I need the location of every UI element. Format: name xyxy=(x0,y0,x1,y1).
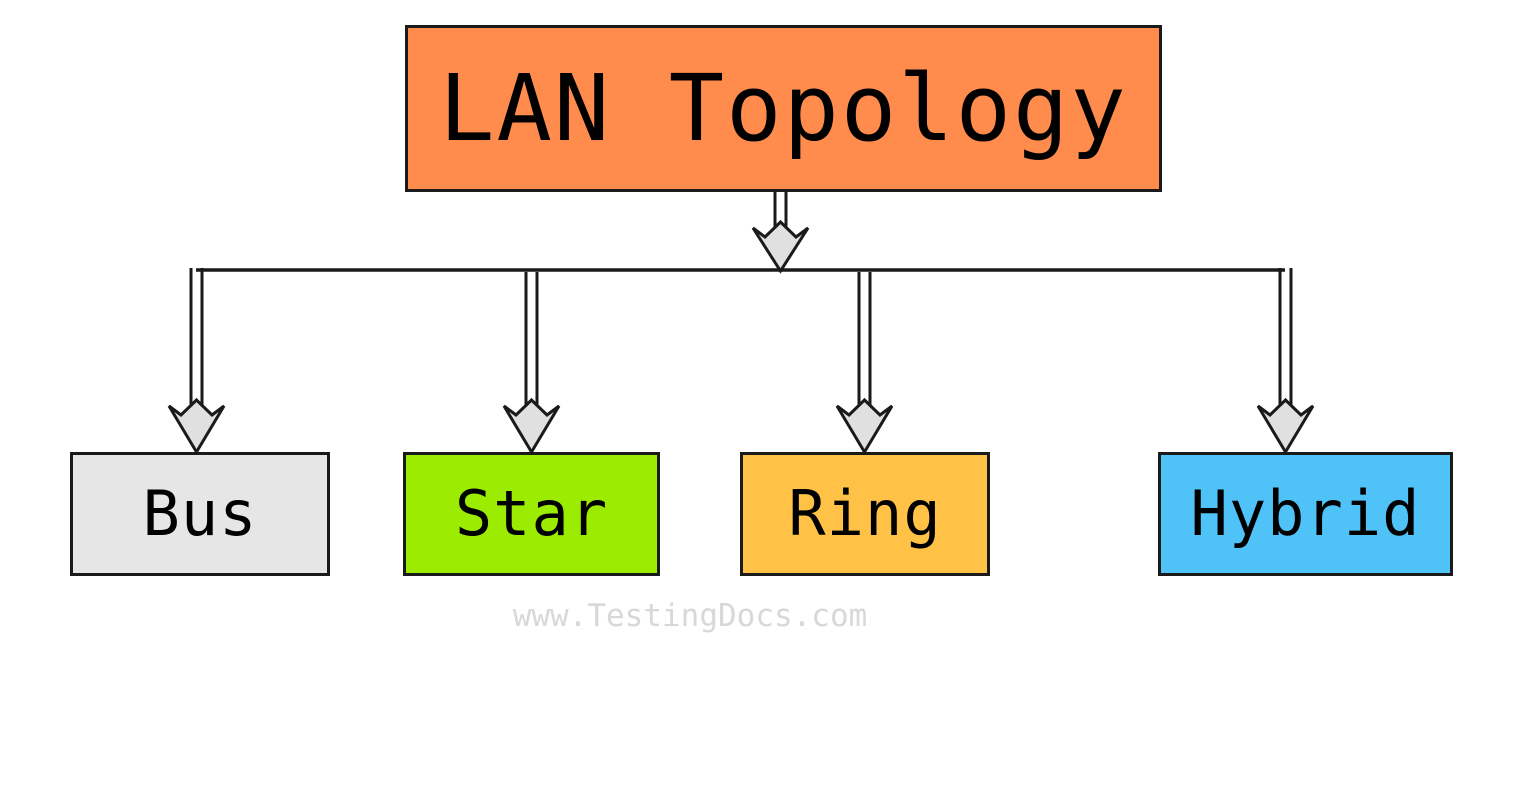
watermark: www.TestingDocs.com xyxy=(512,598,868,634)
node-star[interactable]: Star xyxy=(403,452,660,576)
connector-bar-to-bus xyxy=(167,268,226,455)
connector-root-to-bar xyxy=(751,192,810,274)
node-hybrid[interactable]: Hybrid xyxy=(1158,452,1453,576)
connector-bar-to-ring xyxy=(835,272,894,455)
connector-bar-to-star xyxy=(502,272,561,455)
node-ring[interactable]: Ring xyxy=(740,452,990,576)
node-lan-topology[interactable]: LAN Topology xyxy=(405,25,1162,192)
connector-bar-to-hybrid xyxy=(1256,268,1315,455)
node-bus[interactable]: Bus xyxy=(70,452,330,576)
